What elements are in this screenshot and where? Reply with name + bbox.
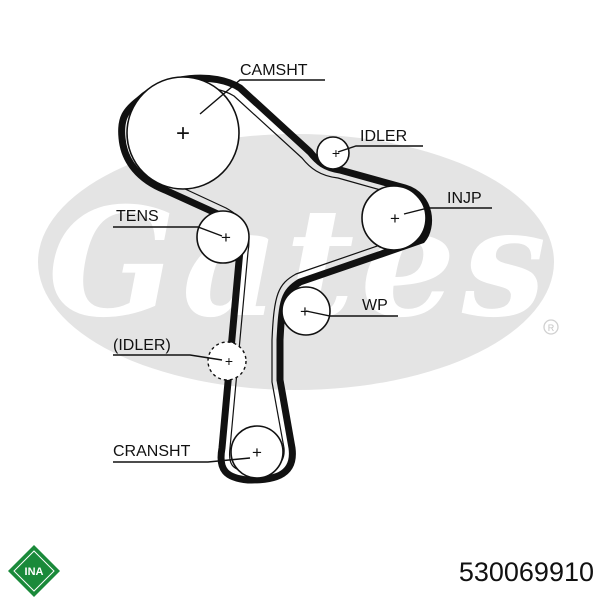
label-water-pump: WP <box>362 297 388 314</box>
label-injection-pump: INJP <box>447 190 482 207</box>
crankshaft-center-mark: + <box>252 443 262 462</box>
injection-pump-pulley: + <box>361 185 427 251</box>
injection-pump-leader <box>403 207 492 215</box>
crankshaft-pulley: + <box>230 425 284 479</box>
idler-top-pulley: + <box>316 136 350 170</box>
label-camshaft: CAMSHT <box>240 62 308 79</box>
injection-pump-center-mark: + <box>390 209 400 228</box>
label-idler-top: IDLER <box>360 128 407 145</box>
ina-logo-text: INA <box>25 566 44 578</box>
water-pump-leader <box>305 310 398 317</box>
optional-idler-leader <box>113 354 223 361</box>
tensioner-pulley: + <box>196 210 250 264</box>
ina-logo-inner <box>13 550 55 592</box>
camshaft-center-mark: + <box>176 120 190 147</box>
ina-logo-diamond <box>8 545 60 597</box>
optional-idler-pulley-circle <box>207 341 247 381</box>
tensioner-leader <box>113 226 223 237</box>
label-optional-idler: (IDLER) <box>113 337 171 354</box>
label-crankshaft: CRANSHT <box>113 443 191 460</box>
camshaft-leader <box>199 79 325 115</box>
idler-top-pulley-circle <box>316 136 350 170</box>
ina-logo: INA <box>8 545 60 597</box>
leader-lines <box>113 79 492 463</box>
part-number: 530069910 <box>459 557 594 587</box>
tensioner-center-mark: + <box>221 228 231 247</box>
registered-mark-circle <box>543 319 559 335</box>
camshaft-pulley: + <box>126 76 240 190</box>
belt-outer <box>118 74 432 484</box>
crankshaft-pulley-circle <box>230 425 284 479</box>
registered-mark: R <box>548 323 555 333</box>
idler-top-center-mark: + <box>332 145 340 161</box>
injection-pump-pulley-circle <box>361 185 427 251</box>
crankshaft-leader <box>113 457 251 463</box>
label-tensioner: TENS <box>116 208 159 225</box>
optional-idler-pulley: + <box>207 341 247 381</box>
water-pump-center-mark: + <box>300 302 310 321</box>
optional-idler-center-mark: + <box>225 353 233 369</box>
idler-top-leader <box>337 145 423 153</box>
tensioner-pulley-circle <box>196 210 250 264</box>
